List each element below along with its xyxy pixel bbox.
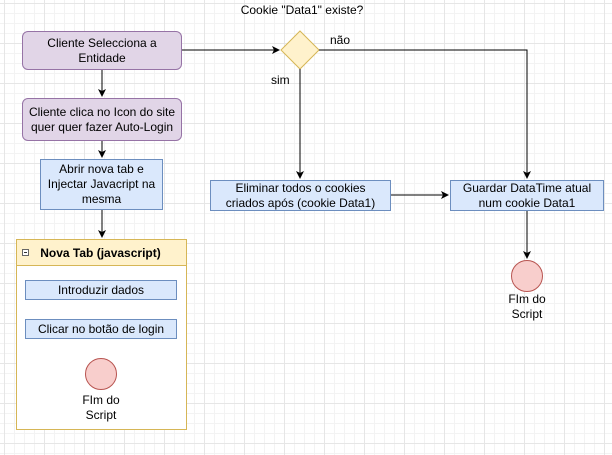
node-click-icon[interactable]: Cliente clica no Icon do site quer quer … xyxy=(22,98,182,141)
pool-title: Nova Tab (javascript) xyxy=(40,245,161,260)
node-save-datetime[interactable]: Guardar DataTime atual num cookie Data1 xyxy=(450,180,604,211)
end-circle-left[interactable] xyxy=(85,358,117,390)
decision-diamond[interactable] xyxy=(280,30,320,70)
end-label-left: FIm do Script xyxy=(82,393,120,422)
edge-label-no: não xyxy=(330,33,351,47)
node-save-datetime-text: Guardar DataTime atual num cookie Data1 xyxy=(462,180,592,210)
node-enter-data[interactable]: Introduzir dados xyxy=(25,280,177,300)
node-open-tab[interactable]: Abrir nova tab e Injectar Javacript na m… xyxy=(40,159,163,210)
node-click-login-text: Clicar no botão de login xyxy=(37,321,165,336)
node-click-icon-text: Cliente clica no Icon do site quer quer … xyxy=(28,104,176,134)
node-click-login[interactable]: Clicar no botão de login xyxy=(25,319,177,339)
decision-question-label: Cookie "Data1" existe? xyxy=(240,3,364,17)
end-label-right: FIm do Script xyxy=(508,292,546,321)
node-delete-cookies[interactable]: Eliminar todos o cookies criados após (c… xyxy=(210,180,391,211)
end-circle-right[interactable] xyxy=(511,260,543,292)
edge-label-yes: sim xyxy=(271,73,290,87)
pool-header: Nova Tab (javascript) xyxy=(17,240,186,266)
node-delete-cookies-text: Eliminar todos o cookies criados após (c… xyxy=(225,180,376,210)
node-select-entity[interactable]: Cliente Selecciona a Entidade xyxy=(22,31,182,70)
collapse-toggle-icon[interactable] xyxy=(22,249,29,256)
edge-decision-no xyxy=(319,49,531,179)
node-open-tab-text: Abrir nova tab e Injectar Javacript na m… xyxy=(47,162,156,206)
node-select-entity-text: Cliente Selecciona a Entidade xyxy=(47,35,157,65)
node-enter-data-text: Introduzir dados xyxy=(57,282,145,297)
